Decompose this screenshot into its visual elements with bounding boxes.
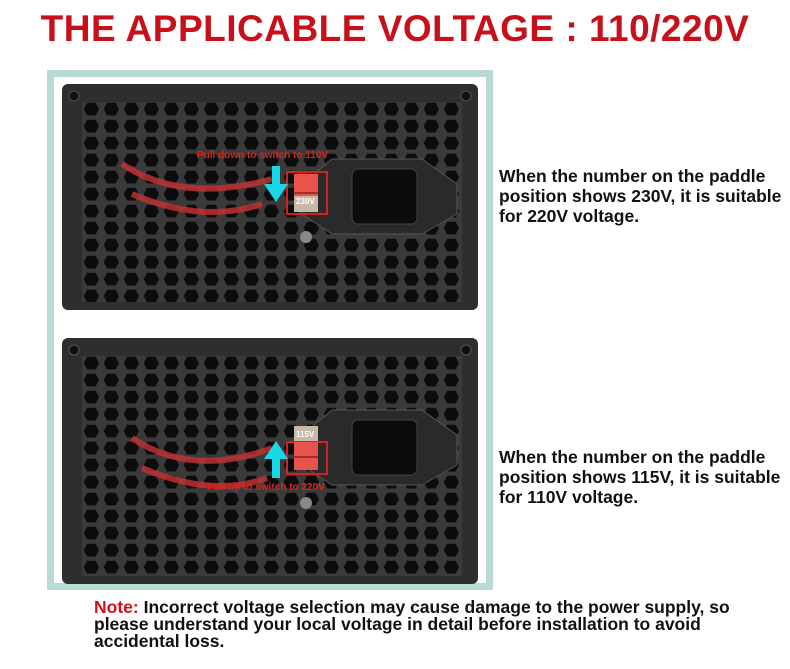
switch-label: 115V: [296, 430, 315, 439]
page-title: THE APPLICABLE VOLTAGE : 110/220V: [40, 8, 750, 49]
note-label: Note:: [94, 597, 139, 617]
description-115v: When the number on the paddle position s…: [499, 447, 781, 507]
switch-label: 230V: [296, 197, 315, 206]
description-230v: When the number on the paddle position s…: [499, 166, 782, 226]
psu-photo-230v: 230V Pull down to switch to 110V: [62, 84, 478, 310]
psu-photo-115v: 115V Pull up to switch to 220V: [62, 338, 478, 584]
note: Note: Incorrect voltage selection may ca…: [94, 597, 754, 651]
switch-annotation: Pull up to switch to 220V: [207, 482, 325, 493]
note-text: Incorrect voltage selection may cause da…: [94, 597, 730, 651]
switch-annotation: Pull down to switch to 110V: [197, 150, 329, 161]
